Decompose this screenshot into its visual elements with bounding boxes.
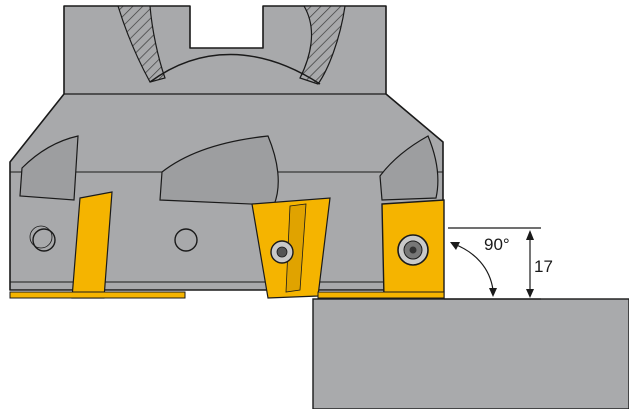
workpiece-block bbox=[312, 298, 629, 409]
hole-icon bbox=[29, 225, 56, 252]
section-hatch-left bbox=[117, 6, 166, 83]
chip-pocket-1 bbox=[19, 135, 79, 201]
section-hatch-right bbox=[299, 6, 346, 85]
depth-label: 17 bbox=[534, 257, 553, 276]
screw-icon bbox=[270, 240, 294, 264]
bore-arch bbox=[149, 53, 321, 85]
cutter-body bbox=[9, 5, 444, 291]
angle-dimension: 90° bbox=[444, 227, 541, 300]
hole-icon bbox=[174, 228, 198, 252]
depth-dimension: 17 bbox=[526, 230, 553, 298]
chip-pocket-2 bbox=[159, 135, 279, 206]
chip-pocket-3 bbox=[379, 135, 439, 201]
screw-icon bbox=[397, 234, 429, 266]
insert-left bbox=[9, 191, 186, 299]
angle-label: 90° bbox=[484, 235, 510, 254]
